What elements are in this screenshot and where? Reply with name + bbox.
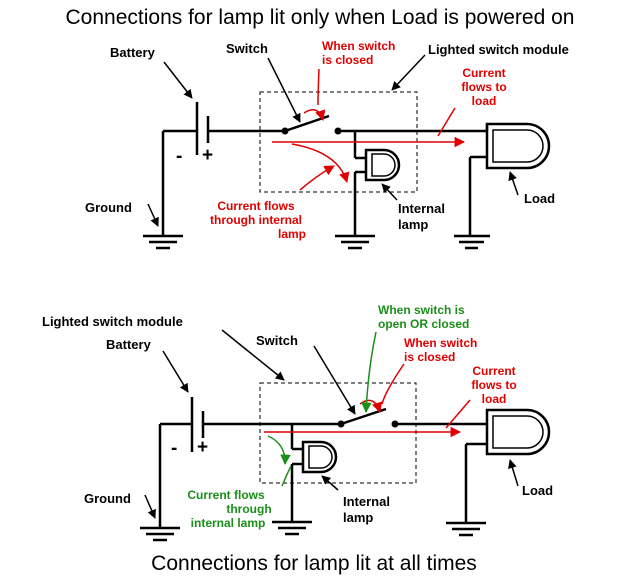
bottom-switch-pointer (313, 345, 356, 415)
bottom-load-pointer (508, 459, 519, 487)
top-current-pointer (437, 107, 456, 137)
bottom-green-open-line2: open OR closed (378, 317, 469, 331)
top-red-closed-line1: When switch (322, 39, 395, 53)
top-internal-lamp-symbol (335, 131, 401, 250)
bottom-ground-left-symbol (140, 526, 180, 542)
top-switch-closed-arrow (303, 109, 326, 122)
bottom-green-open-line1: When switch is (378, 303, 465, 317)
bottom-switch-label: Switch (256, 333, 298, 348)
top-internal-lamp-pointer (299, 165, 335, 191)
top-load-pointer (508, 171, 519, 196)
top-title: Connections for lamp lit only when Load … (66, 6, 575, 29)
top-battery-minus: - (176, 146, 182, 167)
bottom-green-internal-line2: through (226, 502, 271, 516)
top-battery-pointer (163, 61, 193, 99)
bottom-battery-symbol (158, 397, 340, 528)
top-battery-symbol (161, 102, 282, 236)
top-red-closed-line2: is closed (322, 53, 373, 67)
top-switch-pointer (267, 57, 301, 123)
bottom-internal-lamp-symbol (272, 424, 338, 536)
top-ground-left-symbol (143, 234, 183, 250)
top-red-current-line2: flows to (461, 80, 506, 94)
top-red-internal-line3: lamp (278, 227, 306, 241)
top-switch-label: Switch (226, 41, 268, 56)
bottom-lamp-pointer (321, 475, 339, 491)
top-ground-pointer (147, 203, 159, 227)
top-red-current-line3: load (472, 94, 497, 108)
top-lamp-label-line2: lamp (398, 217, 428, 232)
bottom-switch-closed-pointer (381, 363, 405, 405)
top-diagram: Connections for lamp lit only when Load … (66, 6, 575, 250)
bottom-switch-open-pointer (361, 331, 377, 414)
bottom-green-internal-line3: internal lamp (191, 516, 266, 530)
bottom-red-closed-line1: When switch (404, 336, 477, 350)
top-lamp-label-line1: Internal (398, 201, 445, 216)
bottom-module-label: Lighted switch module (42, 314, 183, 329)
bottom-red-current-line2: flows to (471, 378, 516, 392)
bottom-battery-pointer (162, 350, 189, 393)
top-current-to-lamp-arrow (291, 143, 350, 184)
top-load-label: Load (524, 191, 555, 206)
bottom-switch-symbol (337, 407, 487, 428)
bottom-diagram: - + (42, 303, 553, 575)
bottom-module-box (259, 382, 417, 484)
top-battery-plus: + (202, 145, 213, 166)
bottom-battery-minus: - (171, 438, 177, 459)
top-lamp-pointer (381, 183, 398, 201)
bottom-load-label: Load (522, 483, 553, 498)
bottom-current-pointer (445, 399, 471, 429)
bottom-ground-label: Ground (84, 491, 131, 506)
bottom-ground-pointer (144, 494, 156, 519)
top-switch-closed-pointer (317, 68, 320, 106)
bottom-current-to-lamp-arrow (267, 435, 291, 466)
bottom-red-current-line3: load (482, 392, 507, 406)
bottom-green-internal-line1: Current flows (187, 488, 265, 502)
bottom-module-pointer (221, 329, 285, 381)
top-ground-label: Ground (85, 200, 132, 215)
top-load-symbol (454, 122, 551, 250)
bottom-lamp-label-line1: Internal (343, 494, 390, 509)
top-battery-label: Battery (110, 45, 156, 60)
top-red-internal-line1: Current flows (217, 199, 295, 213)
top-red-internal-line2: through internal (210, 213, 302, 227)
bottom-lamp-label-line2: lamp (343, 510, 373, 525)
bottom-battery-plus: + (197, 437, 208, 458)
top-module-label: Lighted switch module (428, 42, 569, 57)
bottom-title: Connections for lamp lit at all times (151, 552, 477, 575)
bottom-red-current-line1: Current (472, 364, 515, 378)
bottom-battery-label: Battery (106, 337, 152, 352)
bottom-load-symbol (446, 408, 551, 537)
bottom-switch-closed-arrow (359, 399, 382, 413)
top-red-current-line1: Current (462, 66, 505, 80)
bottom-internal-lamp-pointer (281, 465, 292, 487)
bottom-red-closed-line2: is closed (404, 350, 455, 364)
top-switch-symbol (281, 114, 487, 135)
top-module-pointer (391, 54, 426, 91)
